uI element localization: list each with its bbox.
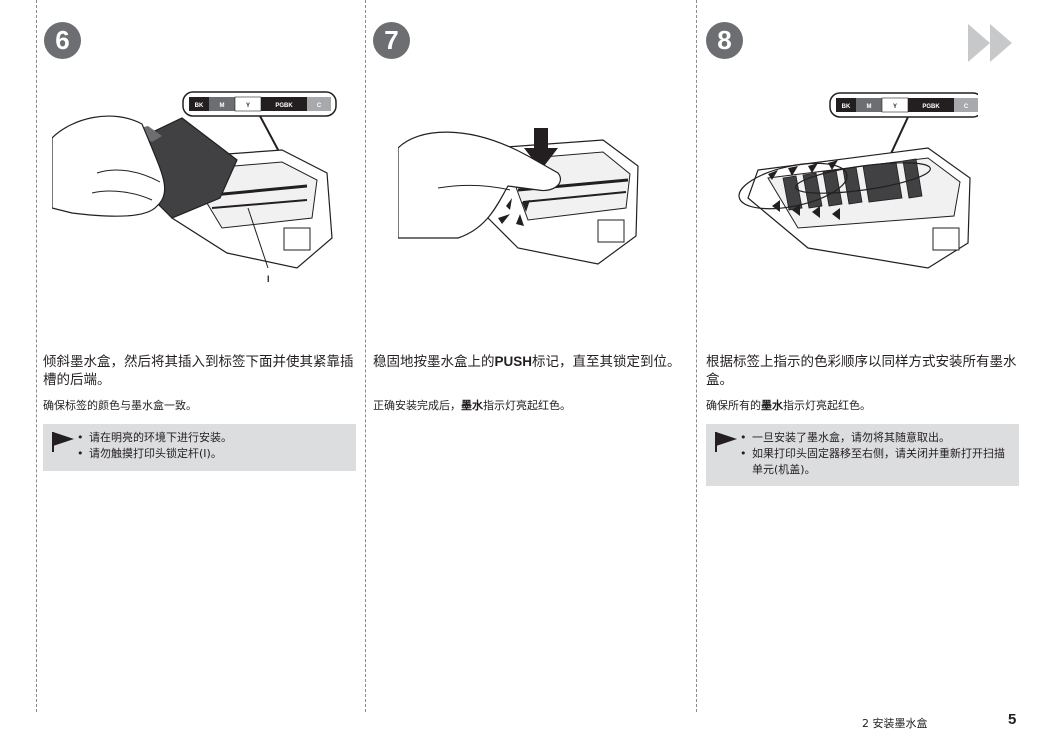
step-number-7: 7: [373, 22, 410, 59]
label-bk: BK: [842, 104, 851, 110]
subtext-before: 确保所有的: [706, 399, 761, 412]
illustration-step-7: [398, 128, 639, 265]
illustration-step-8: BK M Y PGBK C: [738, 92, 978, 269]
step-number-8: 8: [706, 22, 743, 59]
ink-lamp-label: 墨水: [461, 399, 483, 412]
column-divider-left: [36, 0, 37, 712]
ink-lamp-label: 墨水: [761, 399, 783, 412]
label-c: C: [317, 103, 322, 109]
subtext-before: 正确安装完成后，: [373, 399, 461, 412]
step-7-subtext: 正确安装完成后，墨水指示灯亮起红色。: [373, 398, 685, 413]
color-label: BK M Y PGBK C: [829, 92, 978, 118]
flag-pointer-icon: [715, 432, 737, 452]
label-bk: BK: [195, 103, 204, 109]
note-item: 如果打印头固定器移至右侧，请关闭并重新打开扫描单元(机盖)。: [740, 446, 1011, 478]
label-m: M: [220, 103, 225, 109]
label-pgbk: PGBK: [922, 104, 940, 110]
label-y: Y: [893, 104, 897, 110]
step-6-heading: 倾斜墨水盒，然后将其插入到标签下面并使其紧靠插槽的后端。: [43, 354, 354, 388]
flag-pointer-icon: [52, 432, 74, 452]
step-8-subtext: 确保所有的墨水指示灯亮起红色。: [706, 398, 1018, 413]
note-item: 一旦安装了墨水盒，请勿将其随意取出。: [740, 430, 1011, 446]
step-number-6: 6: [44, 22, 81, 59]
note-item: 请在明亮的环境下进行安装。: [77, 430, 348, 446]
label-pgbk: PGBK: [275, 103, 293, 109]
page-number: 5: [1008, 711, 1017, 728]
illustration-step-6: BK M Y PGBK C I: [52, 91, 337, 284]
column-divider-2: [696, 0, 697, 712]
heading-text-before: 稳固地按墨水盒上的: [373, 354, 495, 370]
footer-section-title: 2 安装墨水盒: [862, 717, 928, 730]
color-label: BK M Y PGBK C: [182, 91, 337, 117]
column-divider-1: [365, 0, 366, 712]
step-6-subtext: 确保标签的颜色与墨水盒一致。: [43, 399, 197, 412]
step-6-note: 请在明亮的环境下进行安装。 请勿触摸打印头锁定杆(I)。: [43, 424, 356, 471]
label-y: Y: [246, 103, 250, 109]
double-chevron-right-icon: [968, 24, 1012, 62]
note-item: 请勿触摸打印头锁定杆(I)。: [77, 446, 348, 462]
subtext-after: 指示灯亮起红色。: [483, 399, 571, 412]
step-8-note: 一旦安装了墨水盒，请勿将其随意取出。 如果打印头固定器移至右侧，请关闭并重新打开…: [706, 424, 1019, 486]
subtext-after: 指示灯亮起红色。: [783, 399, 871, 412]
step-8-heading: 根据标签上指示的色彩顺序以同样方式安装所有墨水盒。: [706, 354, 1017, 388]
heading-text-after: 标记，直至其锁定到位。: [532, 354, 681, 370]
lever-callout: I: [267, 274, 270, 284]
step-7-heading: 稳固地按墨水盒上的PUSH标记，直至其锁定到位。: [373, 353, 685, 371]
push-label: PUSH: [494, 354, 533, 369]
label-c: C: [964, 104, 969, 110]
label-m: M: [867, 104, 872, 110]
